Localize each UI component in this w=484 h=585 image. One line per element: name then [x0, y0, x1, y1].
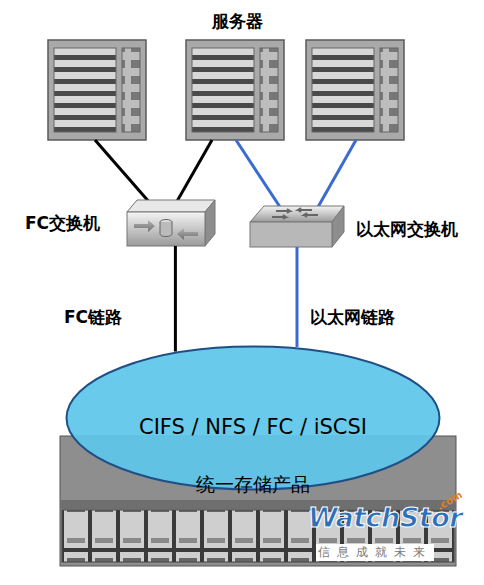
server-icon: [48, 40, 146, 140]
server-link: [236, 140, 280, 207]
server-icon: [306, 40, 404, 140]
node-text: 统一存储产品: [65, 472, 441, 498]
watermark-text: 信息成就未来: [316, 544, 434, 561]
node-text: FC交换机: [25, 212, 100, 235]
server-link: [176, 140, 212, 203]
link-label: 以太网链路: [310, 306, 395, 329]
diagram-title: 服务器: [212, 10, 263, 33]
link-label: FC链路: [64, 306, 122, 329]
server-link: [95, 140, 150, 203]
link-line: [174, 246, 177, 352]
fc-switch-icon: [127, 200, 215, 246]
server-link: [318, 140, 356, 207]
protocol-ellipse: CIFS / NFS / FC / iSCSI统一存储产品: [65, 345, 441, 491]
link-line: [296, 247, 299, 347]
node-text: 以太网交换机: [356, 218, 458, 241]
server-icon: [186, 40, 284, 140]
node-text: CIFS / NFS / FC / iSCSI: [65, 415, 441, 439]
switch-node: FC交换机: [127, 200, 215, 246]
ethernet-switch-icon: [250, 206, 344, 247]
switch-node: 以太网交换机: [250, 206, 344, 247]
